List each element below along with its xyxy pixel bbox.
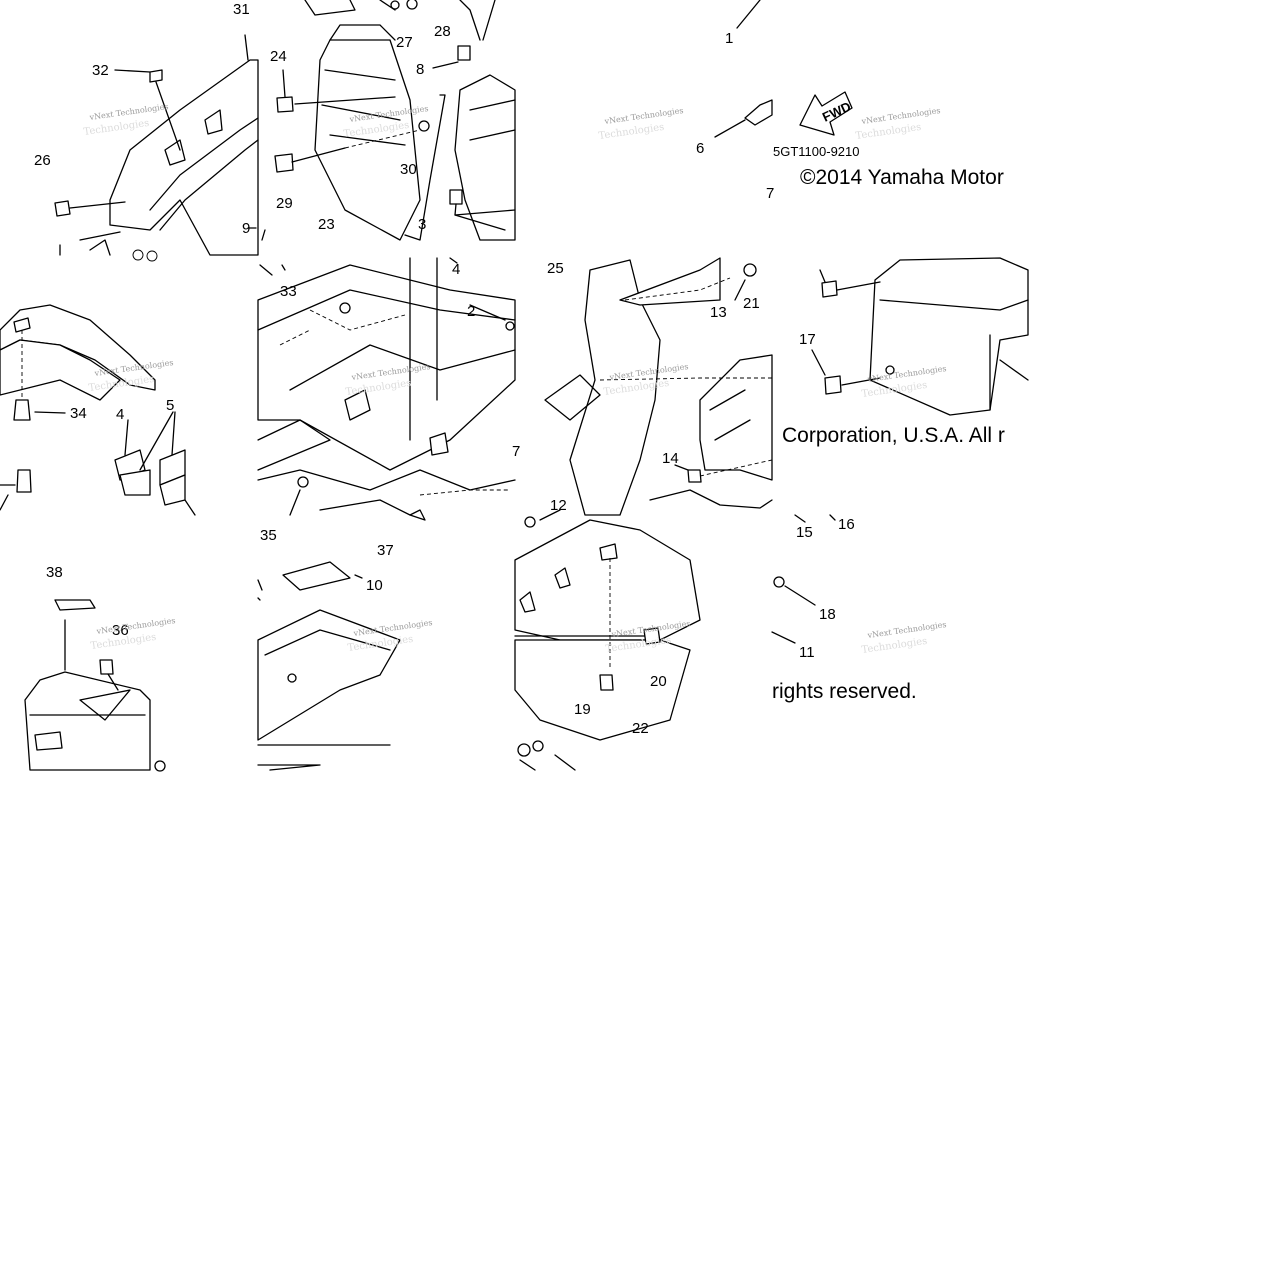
callout-17: 17 [799,331,816,348]
callout-37: 37 [377,542,394,559]
copyright-part-1: ©2014 Yamaha Motor [800,166,1004,189]
svg-text:vNext Technologies: vNext Technologies [95,616,176,636]
callout-9: 9 [242,220,250,237]
callout-21: 21 [743,295,760,312]
storage-box [24,599,166,772]
fender-assembly-top-left [54,34,259,262]
callout-18: 18 [819,606,836,623]
svg-text:vNext Technologies: vNext Technologies [352,618,433,638]
callout-13: 13 [710,304,727,321]
callout-16: 16 [838,516,855,533]
callout-26: 26 [34,152,51,169]
fwd-arrow [799,91,853,136]
seat-base-10 [257,561,401,771]
callout-10: 10 [366,577,383,594]
callout-28: 28 [434,23,451,40]
callout-4: 4 [116,406,124,423]
copyright-part-2: Corporation, U.S.A. All r [782,424,1005,447]
mudflap-panel-23 [247,0,516,241]
callout-8: 8 [416,61,424,78]
callout-23: 23 [318,216,335,233]
callout-15: 15 [796,524,813,541]
callout-1: 1 [725,30,733,47]
callout-24: 24 [270,48,287,65]
svg-text:vNext Technologies: vNext Technologies [88,102,169,122]
svg-text:vNext Technologies: vNext Technologies [866,620,947,640]
callout-6: 6 [696,140,704,157]
rear-fender-19 [514,509,701,771]
callout-33: 33 [280,283,297,300]
callout-19: 19 [574,701,591,718]
callout-27: 27 [396,34,413,51]
svg-text:vNext Technologies: vNext Technologies [603,106,684,126]
callout-11: 11 [799,644,815,661]
callout-22: 22 [632,720,649,737]
svg-text:vNext Technologies: vNext Technologies [860,106,941,126]
callout-2: 2 [467,303,475,320]
small-hardware [771,514,836,644]
rear-carrier-frame [257,257,516,521]
side-panel-17 [811,257,1029,416]
callout-3: 3 [418,216,426,233]
callout-35: 35 [260,527,277,544]
callout-31: 31 [233,1,250,18]
callout-32: 32 [92,62,109,79]
callout-30: 30 [400,161,417,178]
right-mudguard [544,257,773,516]
diagram-code: 5GT1100-9210 [773,144,860,159]
bracket-6 [714,0,773,138]
copyright-part-3: rights reserved. [772,680,917,703]
callout-38: 38 [46,564,63,581]
callout-29: 29 [276,195,293,212]
callout-12: 12 [550,497,567,514]
callout-7: 7 [512,443,520,460]
callout-14: 14 [662,450,679,467]
callout-20: 20 [650,673,667,690]
callout-34: 34 [70,405,87,422]
callout-36: 36 [112,622,129,639]
callout-5: 5 [166,397,174,414]
fender-assembly-mid-left [0,304,196,516]
callout-25: 25 [547,260,564,277]
fwd-label: FWD [820,99,853,125]
callout-7: 7 [766,185,774,202]
callout-4: 4 [452,261,460,278]
